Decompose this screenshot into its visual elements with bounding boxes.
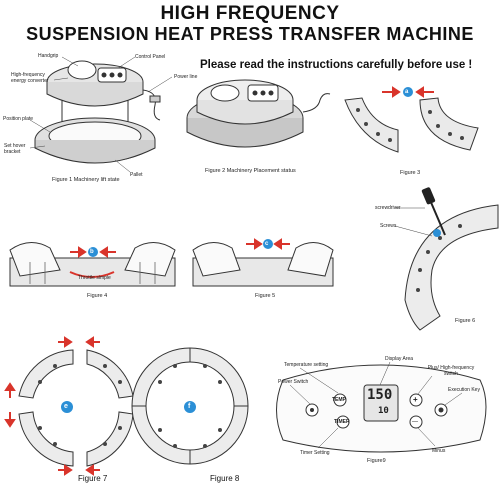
label-set-hover-bracket: Set hover bracket [4,143,26,155]
temp-button-label: TEMP [332,397,346,403]
label-handgrip: Handgrip [38,53,59,59]
figure-3-marker [403,87,413,97]
figure-1-caption: Figure 1 Machinery lift state [52,177,120,183]
figure-3-caption: Figure 3 [400,170,421,176]
figure-4-caption: Figure 4 [87,293,108,299]
figure-4-hint: Throttle simple [78,275,111,281]
label-energy-converter: High-frequency energy converter [11,72,49,84]
label-execution-key: Execution Key [448,387,480,393]
figure-8-marker [184,401,196,413]
timer-button-label: TIMER [334,419,350,425]
figure-8-marker-letter: f [188,403,191,410]
display-value: 150 [367,387,393,403]
label-pallet: Pallet [130,172,143,178]
label-position-plate: Position plate [3,116,34,122]
label-screws: Screws [380,223,397,229]
instruction-text: Please read the instructions carefully b… [200,59,473,71]
label-display-area: Display Area [385,356,414,362]
figure-6-marker [433,229,441,237]
figure-2-caption: Figure 2 Machinery Placement status [205,168,296,174]
display-sub-value: 10 [378,406,389,416]
figure-3-marker-letter: a [405,89,409,95]
figure-7-marker-letter: e [64,403,68,410]
label-plus-switch: Plus/ High-frequency switch [427,365,475,377]
figure-7-caption: Figure 7 [78,474,108,483]
label-power-line: Power line [174,74,198,80]
label-control-panel: Control Panel [135,54,166,60]
label-timer-setting: Timer Setting [300,450,330,456]
plus-button-label: + [413,395,418,404]
label-temperature-setting: Temperature setting [284,362,329,368]
figure-8-caption: Figure 8 [210,474,240,483]
figure-7-marker [61,401,73,413]
figure-9-caption: Figure9 [367,458,386,464]
figure-4-marker [88,247,98,257]
figure-5-marker-letter: c [265,241,269,247]
label-minus: Minus [432,448,446,454]
figure-5-caption: Figure 5 [255,293,276,299]
figure-5-marker [263,239,273,249]
label-screwdriver: screwdriver [375,205,401,211]
title-line-1: HIGH FREQUENCY [160,3,340,24]
label-power-switch: Power Switch [278,379,309,385]
figure-4-marker-letter: b [90,249,94,255]
minus-button-label: — [412,419,418,425]
title-line-2: SUSPENSION HEAT PRESS TRANSFER MACHINE [26,24,474,44]
figure-6-caption: Figure 6 [455,318,476,324]
